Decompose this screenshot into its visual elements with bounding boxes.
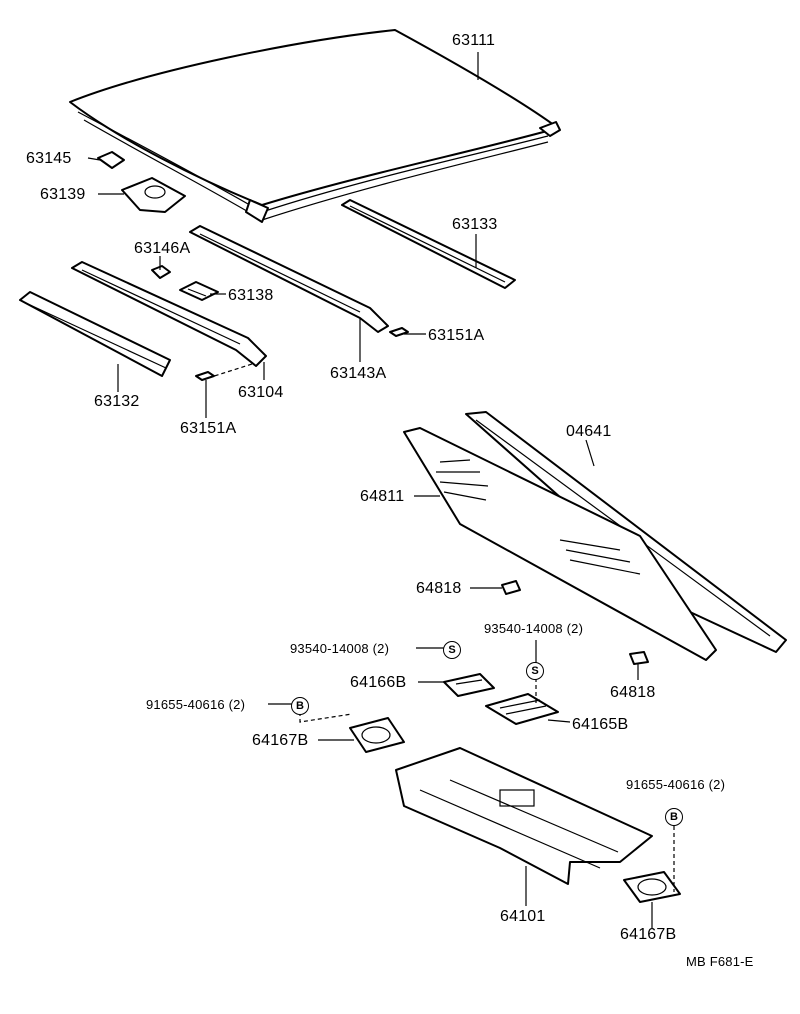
label-63132: 63132: [94, 393, 140, 410]
label-64818-right: 64818: [610, 684, 656, 701]
clip-63151a-left: [195, 371, 215, 381]
clip-63151a-right: [389, 327, 409, 337]
label-63104: 63104: [238, 384, 284, 401]
label-64167b-right: 64167B: [620, 926, 677, 943]
package-tray-64101: [395, 747, 653, 885]
roof-panel: [69, 29, 561, 223]
speaker-grille-64167b-left: [349, 717, 405, 753]
label-63139: 63139: [40, 186, 86, 203]
label-91655-right: 91655-40616 (2): [626, 777, 726, 792]
label-63111: 63111: [452, 32, 496, 49]
leader-lines: [87, 52, 675, 928]
label-93540-left: 93540-14008 (2): [290, 641, 390, 656]
label-64811: 64811: [360, 488, 405, 505]
speaker-grille-64167b-right: [623, 871, 681, 903]
bracket-63145: [97, 151, 125, 169]
bracket-63139: [121, 177, 186, 213]
roof-rail-63143a: [189, 225, 389, 333]
label-64166b: 64166B: [350, 674, 407, 691]
label-63146a: 63146A: [134, 240, 191, 257]
bracket-63138: [179, 281, 219, 301]
bolt-badge-left: B: [291, 697, 309, 715]
label-63138: 63138: [228, 287, 274, 304]
label-91655-left: 91655-40616 (2): [146, 697, 246, 712]
footer-code: MB F681-E: [686, 954, 754, 969]
stopper-64818-right: [629, 651, 649, 665]
stopper-64818-left: [501, 580, 521, 595]
roof-rail-63104: [71, 261, 267, 367]
back-glass-64811: [403, 427, 717, 661]
label-04641: 04641: [566, 423, 612, 440]
label-64101: 64101: [500, 908, 546, 925]
label-63151a-right: 63151A: [428, 327, 485, 344]
roof-bow-63133: [341, 199, 516, 289]
label-64818-left: 64818: [416, 580, 462, 597]
label-63133: 63133: [452, 216, 498, 233]
screw-badge-left: S: [443, 641, 461, 659]
label-63151a-left: 63151A: [180, 420, 237, 437]
label-64167b-left: 64167B: [252, 732, 309, 749]
bracket-64165b: [485, 693, 559, 725]
screw-badge-right: S: [526, 662, 544, 680]
label-63143a: 63143A: [330, 365, 387, 382]
bolt-badge-right: B: [665, 808, 683, 826]
bracket-64166b: [443, 673, 495, 697]
label-63145: 63145: [26, 150, 72, 167]
clip-63146a: [151, 265, 171, 279]
label-93540-right: 93540-14008 (2): [484, 621, 584, 636]
header-63132: [19, 291, 171, 377]
label-64165b: 64165B: [572, 716, 629, 733]
